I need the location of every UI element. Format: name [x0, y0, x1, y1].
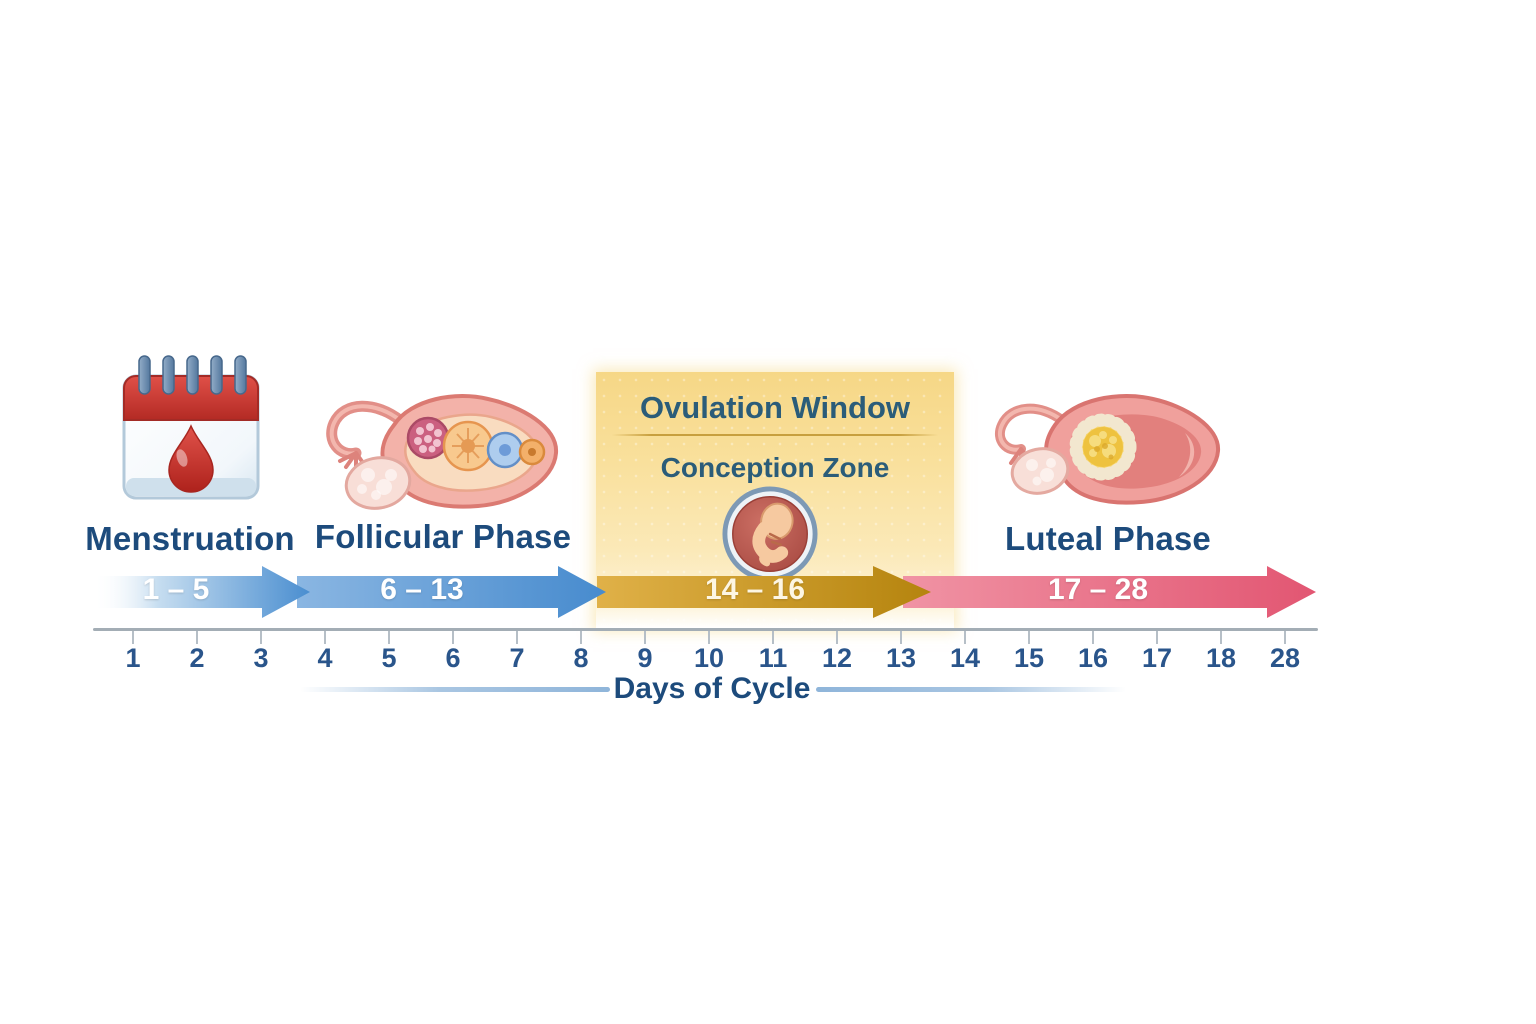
axis-day-label: 17 — [1141, 643, 1173, 673]
calendar-blood-drop-icon — [122, 355, 260, 500]
axis-tick — [388, 631, 390, 644]
axis-day-label: 14 — [949, 643, 981, 673]
follicular-phase-label: Follicular Phase — [314, 518, 572, 555]
embryo-icon — [722, 486, 818, 582]
axis-tick — [1156, 631, 1158, 644]
menstruation-label: Menstruation — [85, 520, 295, 557]
axis-day-label: 15 — [1013, 643, 1045, 673]
axis-day-label: 7 — [509, 643, 525, 673]
axis-day-label: 18 — [1205, 643, 1237, 673]
axis-tick — [964, 631, 966, 644]
axis-tick — [836, 631, 838, 644]
axis-day-label: 5 — [381, 643, 397, 673]
axis-tick — [580, 631, 582, 644]
ovulation-day-range: 14 – 16 — [704, 573, 806, 606]
luteal-phase-label: Luteal Phase — [1005, 520, 1211, 557]
days-of-cycle-caption: Days of Cycle — [613, 672, 811, 705]
ovulation-divider — [612, 434, 938, 436]
conception-zone-label: Conception Zone — [660, 452, 890, 483]
axis-day-label: 3 — [253, 643, 269, 673]
axis-tick — [324, 631, 326, 644]
follicular-arrow: 6 – 13 — [297, 566, 606, 618]
menstruation-arrow: 1 – 5 — [93, 566, 310, 618]
axis-tick — [516, 631, 518, 644]
axis-day-label: 9 — [637, 643, 653, 673]
ovary-follicles-icon — [326, 394, 559, 510]
ovary-corpus-luteum-icon — [995, 394, 1221, 505]
axis-day-label: 12 — [821, 643, 853, 673]
menstruation-day-range: 1 – 5 — [142, 573, 210, 606]
axis-tick — [1028, 631, 1030, 644]
follicle-stages — [406, 416, 546, 472]
axis-day-label: 13 — [885, 643, 917, 673]
axis-day-label: 8 — [573, 643, 589, 673]
axis-tick — [1092, 631, 1094, 644]
luteal-day-range: 17 – 28 — [1047, 573, 1149, 606]
axis-tick — [644, 631, 646, 644]
ovulation-window-title: Ovulation Window — [639, 390, 911, 425]
axis-day-label: 1 — [125, 643, 141, 673]
luteal-arrow: 17 – 28 — [903, 566, 1316, 618]
axis-tick — [900, 631, 902, 644]
axis-tick — [1220, 631, 1222, 644]
axis-day-label: 28 — [1269, 643, 1301, 673]
axis-tick — [1284, 631, 1286, 644]
axis-tick — [196, 631, 198, 644]
axis-day-label: 16 — [1077, 643, 1109, 673]
axis-tick — [260, 631, 262, 644]
ovulation-arrow: 14 – 16 — [597, 566, 931, 618]
axis-day-label: 2 — [189, 643, 205, 673]
corpus-luteum — [1069, 413, 1137, 481]
day-axis-line — [93, 628, 1318, 631]
axis-day-label: 4 — [317, 643, 333, 673]
caption-rule-right — [816, 687, 1126, 692]
axis-day-label: 10 — [693, 643, 725, 673]
axis-tick — [132, 631, 134, 644]
axis-tick — [708, 631, 710, 644]
caption-rule-left — [300, 687, 610, 692]
follicular-day-range: 6 – 13 — [380, 573, 464, 606]
axis-tick — [452, 631, 454, 644]
axis-day-label: 6 — [445, 643, 461, 673]
axis-day-label: 11 — [758, 643, 788, 673]
axis-tick — [772, 631, 774, 644]
